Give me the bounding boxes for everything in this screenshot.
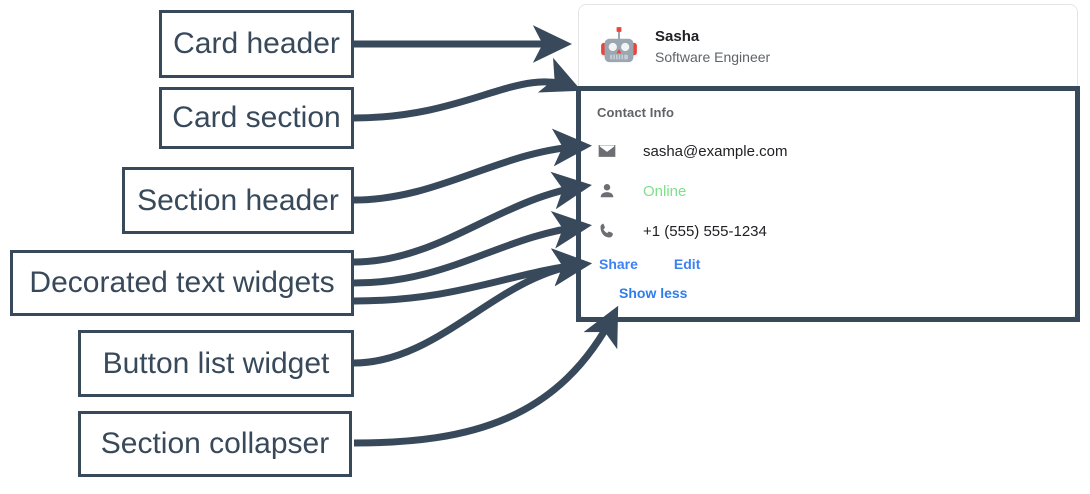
button-list-widget: Share Edit [597,256,1061,272]
decorated-text-widget-status: Online [597,174,1061,208]
decorated-text-widget-phone: +1 (555) 555-1234 [597,214,1061,248]
decorated-text-email-value: sasha@example.com [643,142,788,160]
annotation-decorated-text-widgets: Decorated text widgets [10,250,354,316]
share-button[interactable]: Share [599,256,638,272]
arrow-decorated-text-3 [353,248,592,305]
annotation-card-section-label: Card section [172,101,341,134]
card-header-texts: Sasha Software Engineer [655,29,770,65]
decorated-text-widget-email: sasha@example.com [597,134,1061,168]
annotation-card-section: Card section [159,87,354,149]
arrow-decorated-text-2 [353,211,592,287]
edit-button[interactable]: Edit [673,256,701,272]
annotation-section-collapser-label: Section collapser [100,427,330,460]
annotation-section-collapser: Section collapser [78,411,352,477]
contact-card: Sasha Software Engineer Contact Info sas… [578,4,1078,318]
card-header: Sasha Software Engineer [579,5,1077,89]
robot-avatar-icon [597,25,641,69]
annotation-card-header-label: Card header [173,27,340,60]
section-collapser: Show less [597,285,1061,303]
arrow-decorated-text-1 [353,171,592,266]
decorated-text-phone-value: +1 (555) 555-1234 [643,222,767,240]
annotation-section-header: Section header [122,167,354,234]
phone-icon [597,221,617,241]
annotation-section-header-label: Section header [137,183,339,217]
card-section: Contact Info sasha@example.com [579,89,1077,317]
arrow-section-collapser [353,305,619,447]
annotation-button-list-widget-label: Button list widget [102,346,330,380]
arrow-section-header [353,128,592,204]
annotation-button-list-widget: Button list widget [78,330,354,397]
arrow-button-list [353,248,592,367]
section-header: Contact Info [597,105,675,120]
annotation-decorated-text-widgets-label: Decorated text widgets [29,266,335,299]
annotation-card-header: Card header [159,10,354,78]
show-less-button[interactable]: Show less [619,285,688,301]
person-icon [597,181,617,201]
card-header-title: Sasha [655,28,700,46]
email-icon [597,141,617,161]
decorated-text-status-value: Online [643,182,687,200]
card-header-subtitle: Software Engineer [655,48,771,65]
arrow-card-section [353,57,582,122]
card-surface: Sasha Software Engineer Contact Info sas… [578,4,1078,318]
